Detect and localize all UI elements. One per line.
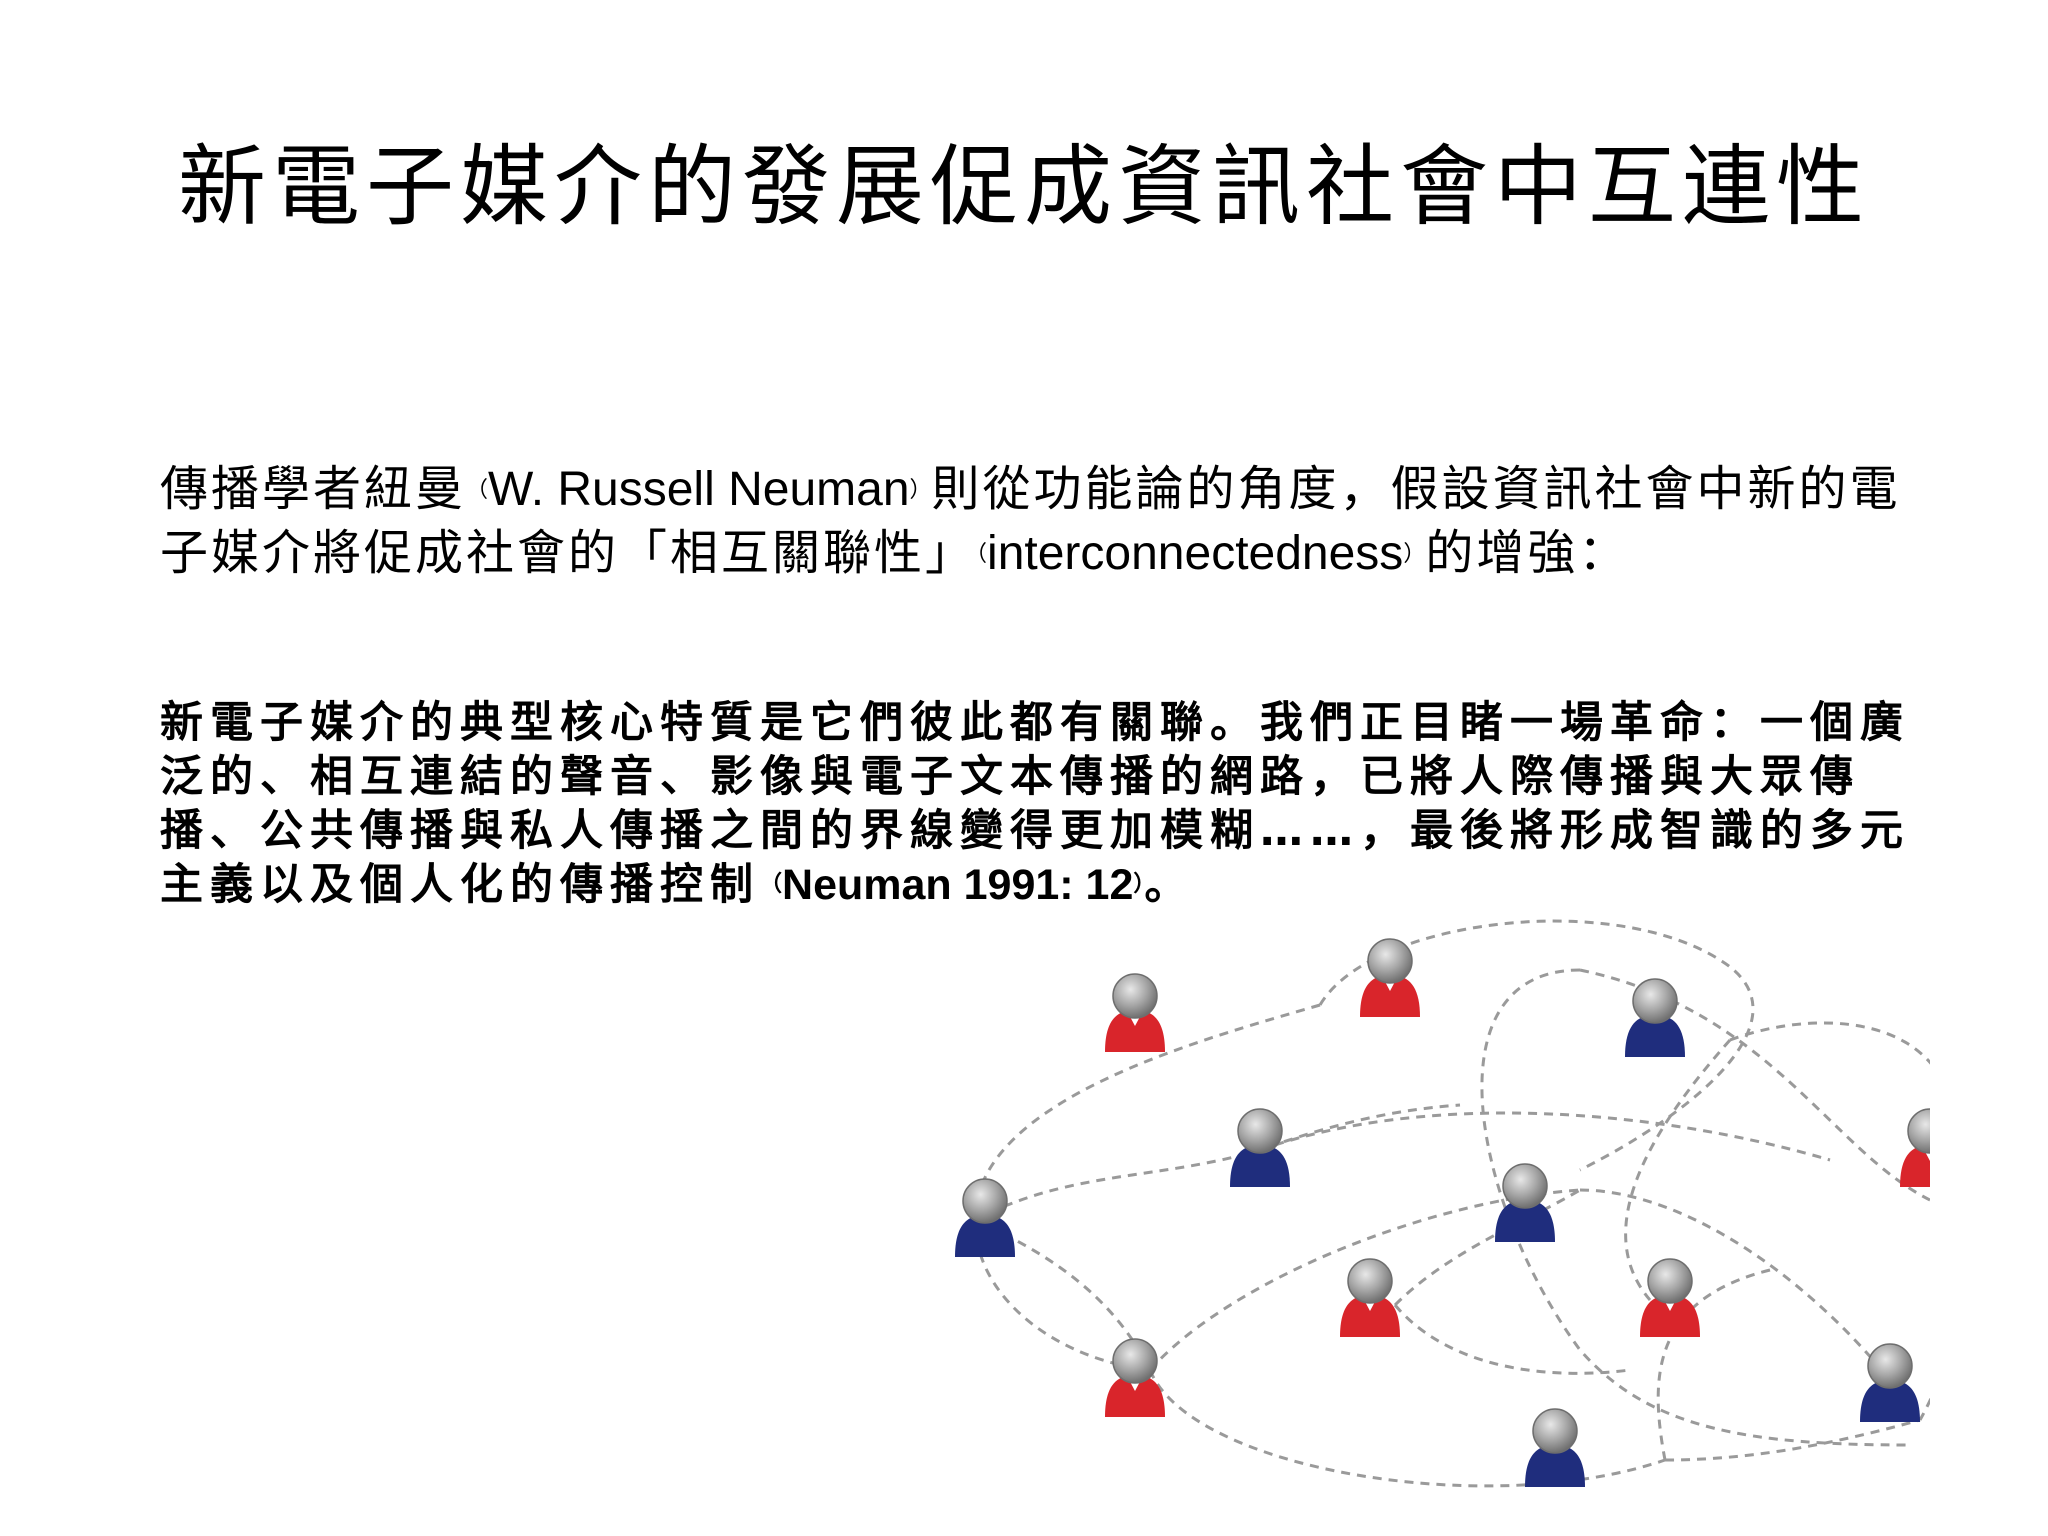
connection-line [974,1103,1461,1222]
intro-text-1: 傳播學者紐曼 [160,461,467,517]
quote-text: 新電子媒介的典型核心特質是它們彼此都有關聯。我們正目睹一場革命：一個廣泛的、相互… [160,698,1910,910]
quote-paren-open: （ [760,872,783,897]
blue-person-icon [1230,1108,1290,1187]
intro-paren-open-1: （ [466,478,489,503]
network-people [955,938,1930,1487]
connection-line [1579,968,1930,1202]
connection-line [1393,1304,1631,1375]
blue-person-icon [955,1178,1015,1257]
red-person-icon [1360,938,1420,1017]
connection-line [1259,1111,1831,1162]
quote-end: 。 [1144,860,1195,910]
connection-line [973,1003,1321,1372]
connection-line [1729,1021,1930,1421]
connection-line [974,1218,1152,1371]
red-person-icon [1105,1338,1165,1417]
quote-citation: Neuman 1991: 12 [782,861,1134,909]
blue-person-icon [1495,1163,1555,1242]
red-person-icon [1900,1108,1930,1187]
connection-line [1579,1188,1922,1421]
red-person-icon [1640,1258,1700,1337]
intro-paragraph: 傳播學者紐曼（W. Russell Neuman）則從功能論的角度，假設資訊社會… [160,458,1920,586]
connection-line [1480,968,1911,1447]
connection-line [1148,1188,1581,1371]
connection-line [1664,1418,1921,1462]
quote-paren-close: ） [1133,872,1145,897]
blue-person-icon [1860,1343,1920,1422]
intro-paren-close-2: ） [1403,542,1426,567]
intro-text-3: 的增強： [1425,525,1630,581]
red-person-icon [1340,1258,1400,1337]
connection-line [1393,1188,1581,1307]
intro-paren-close-1: ） [909,478,932,503]
slide-title: 新電子媒介的發展促成資訊社會中互連性 [177,135,1870,238]
intro-term: interconnectedness [987,527,1404,580]
quote-paragraph: 新電子媒介的典型核心特質是它們彼此都有關聯。我們正目睹一場革命：一個廣泛的、相互… [160,696,1920,912]
connection-line [1624,1039,1732,1301]
intro-paren-open-2: （ [976,542,988,567]
connection-line [1656,1268,1771,1461]
intro-author-name: W. Russell Neuman [488,463,910,516]
connection-line [1148,1369,1666,1488]
red-person-icon [1105,973,1165,1052]
network-illustration [955,919,1930,1488]
intro-text-2: 則從功能論的角度，假設資訊社會中新的電子媒介將促成社會的「相互關聯性」 [160,461,1901,581]
blue-person-icon [1625,978,1685,1057]
blue-person-icon [1525,1408,1585,1487]
